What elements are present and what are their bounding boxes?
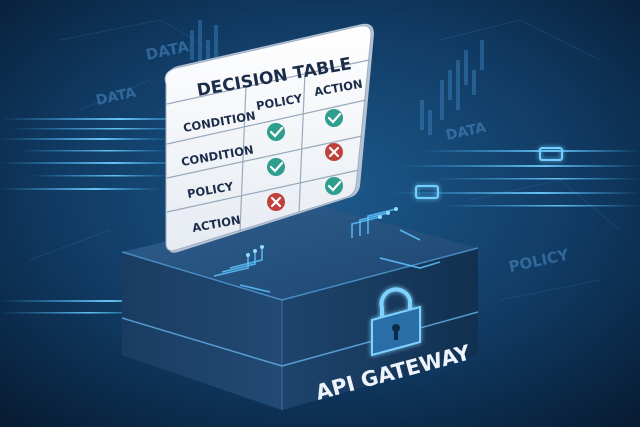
cross-icon [267, 193, 285, 211]
light-streaks [0, 118, 640, 314]
trace-nodes [246, 207, 398, 257]
decision-table-panel: DECISION TABLE POLICY ACTION CONDITION C… [164, 23, 374, 253]
check-icon [267, 158, 285, 176]
candlestick-bars [190, 20, 484, 135]
padlock-icon [371, 287, 421, 357]
table-grid [166, 59, 370, 233]
data-packet [415, 185, 439, 199]
check-icon [325, 177, 343, 195]
api-gateway-box: API GATEWAY [121, 205, 479, 410]
circuit-traces [213, 208, 441, 293]
cross-icon [325, 143, 343, 161]
check-icon [325, 109, 343, 127]
data-packet [539, 147, 563, 161]
check-icon [267, 123, 285, 141]
